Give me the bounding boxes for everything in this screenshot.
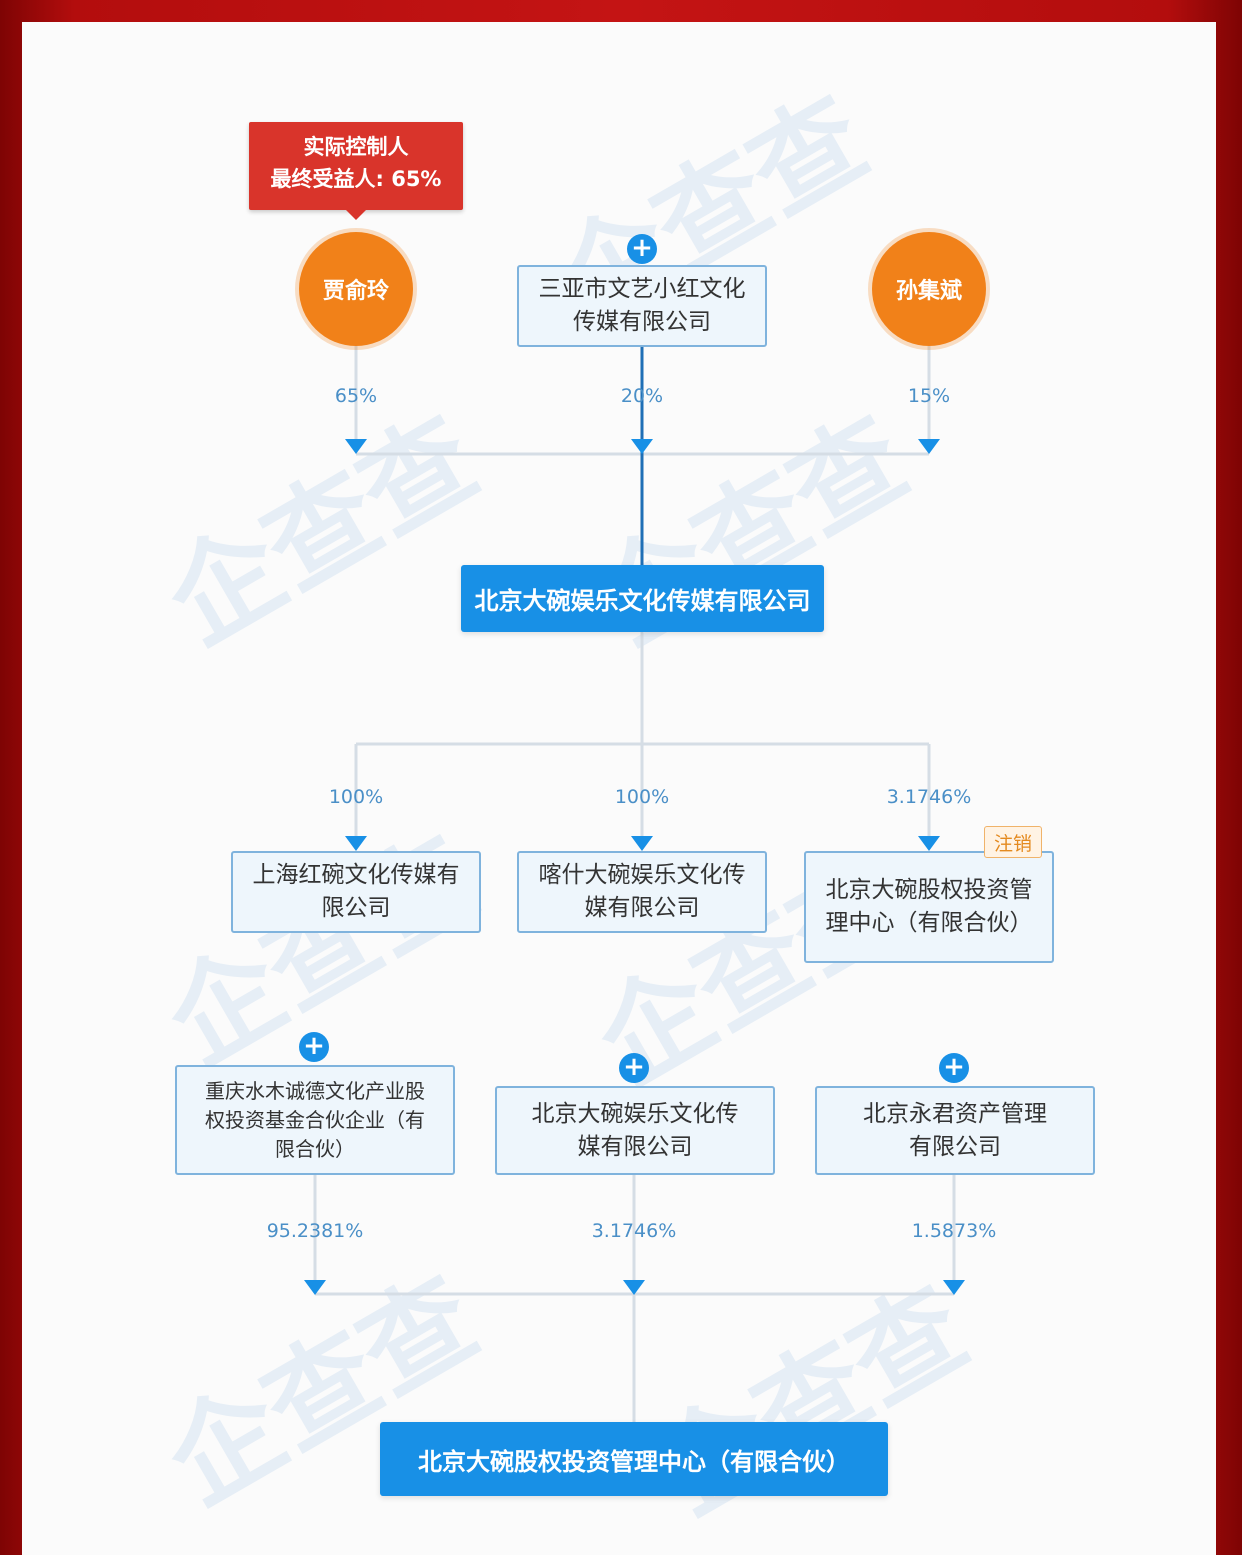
chart-panel: 企查查 企查查 企查查 企查查 企查查 企查查 企查查 (22, 22, 1216, 1555)
investment-percent-label: 100% (328, 786, 384, 808)
arrow-down-icon (345, 439, 367, 454)
investment-company-node[interactable]: 喀什大碗娱乐文化传媒有限公司 (517, 851, 767, 933)
center-company-node[interactable]: 北京大碗娱乐文化传媒有限公司 (461, 565, 824, 632)
partner-percent-label: 95.2381% (266, 1220, 364, 1242)
expand-plus-icon[interactable]: + (299, 1032, 329, 1062)
arrow-down-icon (345, 836, 367, 851)
person-name: 贾俞玲 (322, 279, 389, 304)
arrow-down-icon (918, 439, 940, 454)
partner-name: 北京永君资产管理有限公司 (863, 1100, 1047, 1160)
partner-node[interactable]: 北京永君资产管理有限公司 (815, 1086, 1095, 1175)
share-percent-label: 20% (620, 385, 664, 407)
badge-pointer (346, 210, 366, 220)
partner-percent-label: 3.1746% (591, 1220, 677, 1242)
company-name: 北京大碗股权投资管理中心（有限合伙） (825, 877, 1033, 936)
actual-controller-badge: 实际控制人 最终受益人: 65% (249, 122, 463, 210)
shareholder-person-node[interactable]: 孙集斌 (872, 232, 986, 346)
partner-node[interactable]: 重庆水木诚德文化产业股权投资基金合伙企业（有限合伙） (175, 1065, 455, 1175)
partner-name: 重庆水木诚德文化产业股权投资基金合伙企业（有限合伙） (205, 1078, 425, 1161)
badge-line-2: 最终受益人: 65% (270, 167, 442, 191)
person-name: 孙集斌 (895, 279, 962, 304)
share-percent-label: 65% (334, 385, 378, 407)
company-name: 喀什大碗娱乐文化传媒有限公司 (538, 862, 746, 921)
center-company-name: 北京大碗娱乐文化传媒有限公司 (474, 587, 811, 615)
expand-plus-icon[interactable]: + (619, 1053, 649, 1083)
investment-company-node[interactable]: 北京大碗股权投资管理中心（有限合伙） (804, 851, 1054, 963)
arrow-down-icon (943, 1280, 965, 1295)
arrow-down-icon (623, 1280, 645, 1295)
expand-plus-icon[interactable]: + (627, 234, 657, 264)
share-percent-label: 15% (907, 385, 951, 407)
partner-node[interactable]: 北京大碗娱乐文化传媒有限公司 (495, 1086, 775, 1175)
investment-percent-label: 3.1746% (886, 786, 972, 808)
investment-company-node[interactable]: 上海红碗文化传媒有限公司 (231, 851, 481, 933)
company-name: 上海红碗文化传媒有限公司 (252, 862, 460, 921)
investment-percent-label: 100% (614, 786, 670, 808)
partner-percent-label: 1.5873% (911, 1220, 997, 1242)
partner-name: 北京大碗娱乐文化传媒有限公司 (531, 1100, 739, 1160)
arrow-down-icon (631, 439, 653, 454)
expand-plus-icon[interactable]: + (939, 1053, 969, 1083)
arrow-down-icon (304, 1280, 326, 1295)
bottom-company-name: 北京大碗股权投资管理中心（有限合伙） (418, 1447, 850, 1476)
arrow-down-icon (631, 836, 653, 851)
shareholder-person-node[interactable]: 贾俞玲 (299, 232, 413, 346)
badge-line-1: 实际控制人 (303, 135, 409, 159)
bottom-company-node[interactable]: 北京大碗股权投资管理中心（有限合伙） (380, 1422, 888, 1496)
company-name: 三亚市文艺小红文化传媒有限公司 (538, 276, 746, 335)
shareholder-company-node[interactable]: 三亚市文艺小红文化传媒有限公司 (517, 265, 767, 347)
arrow-down-icon (918, 836, 940, 851)
connection-lines (304, 346, 965, 1422)
status-badge: 注销 (984, 826, 1042, 858)
